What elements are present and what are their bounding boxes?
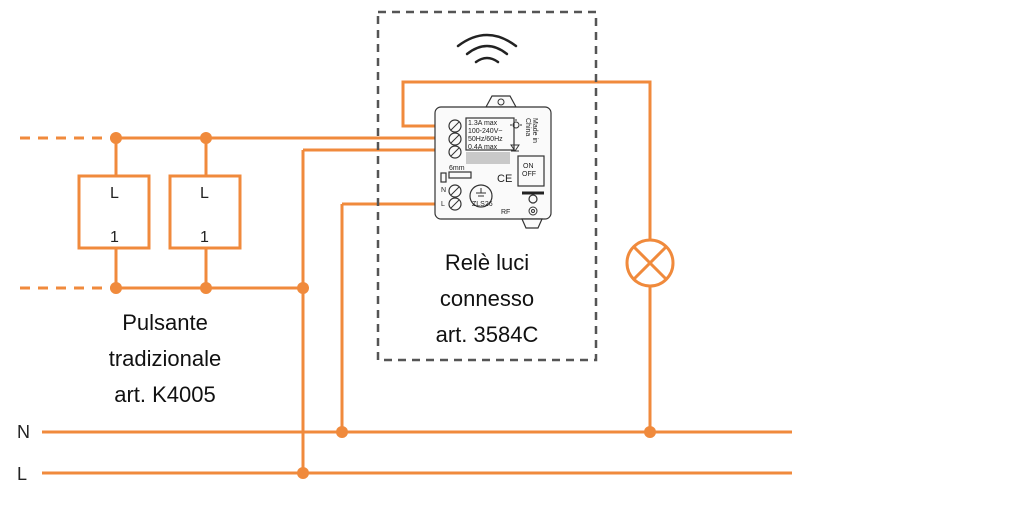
terminal-n-label: N — [441, 187, 446, 194]
relay-enclosure — [376, 10, 598, 362]
label-strip — [466, 152, 510, 164]
wifi-icon — [456, 33, 518, 64]
light-bulb-icon — [510, 119, 522, 129]
relay-caption-line-3: art. 3584C — [436, 322, 539, 347]
wire-strip-gauge — [448, 171, 472, 179]
spec-line-4: 0.4A max — [468, 144, 498, 151]
ground-symbol-icon — [476, 188, 486, 197]
pushbutton-caption-line-3: art. K4005 — [114, 382, 216, 407]
model-label: ZLS26 — [472, 201, 493, 208]
led-indicator — [528, 194, 538, 204]
neutral-label: N — [17, 422, 30, 442]
junction-dot — [110, 282, 122, 294]
wire-strip-label: 6mm — [449, 165, 465, 172]
junction-dot — [200, 132, 212, 144]
junction-dot — [297, 467, 309, 479]
junction-dot — [644, 426, 656, 438]
spec-line-2: 100-240V~ — [468, 128, 502, 135]
pushbutton-2 — [168, 174, 242, 250]
spec-line-1: 1.3A max — [468, 120, 498, 127]
terminal-l-label: L — [441, 201, 445, 208]
junction-dot — [110, 132, 122, 144]
junction-dot — [200, 282, 212, 294]
on-label: ON — [523, 163, 534, 170]
junction-dot — [336, 426, 348, 438]
on-off-switch — [517, 155, 545, 187]
live-label: L — [17, 464, 27, 484]
ce-mark: CE — [497, 173, 512, 185]
made-in-label-1: Made in — [531, 118, 538, 143]
relay-caption-line-1: Relè luci — [445, 250, 529, 275]
pushbutton-1-top-label: L — [110, 185, 119, 202]
pushbutton-1 — [77, 174, 151, 250]
off-label: OFF — [522, 171, 536, 178]
relay-device: 1.3A max 100-240V~ 50Hz/60Hz 0.4A max Ma… — [434, 95, 552, 229]
made-in-label-2: China — [524, 118, 531, 136]
junction-dot — [297, 282, 309, 294]
lamp-icon — [625, 238, 675, 288]
rf-label: RF — [501, 209, 510, 216]
terminal-block-top — [448, 119, 462, 159]
pushbutton-caption-line-2: tradizionale — [109, 346, 222, 371]
led-icon — [510, 144, 520, 152]
pushbutton-2-top-label: L — [200, 185, 209, 202]
spec-line-3: 50Hz/60Hz — [468, 136, 503, 143]
lamp-output-wire — [401, 80, 652, 241]
settings-gear-icon — [528, 206, 538, 216]
terminal-block-bottom — [448, 184, 462, 211]
relay-caption-line-2: connesso — [440, 286, 534, 311]
pushbutton-1-bottom-label: 1 — [110, 229, 119, 246]
strip-marker — [440, 172, 447, 183]
pushbutton-caption-line-1: Pulsante — [122, 310, 208, 335]
spec-panel — [465, 117, 515, 151]
pushbutton-2-bottom-label: 1 — [200, 229, 209, 246]
